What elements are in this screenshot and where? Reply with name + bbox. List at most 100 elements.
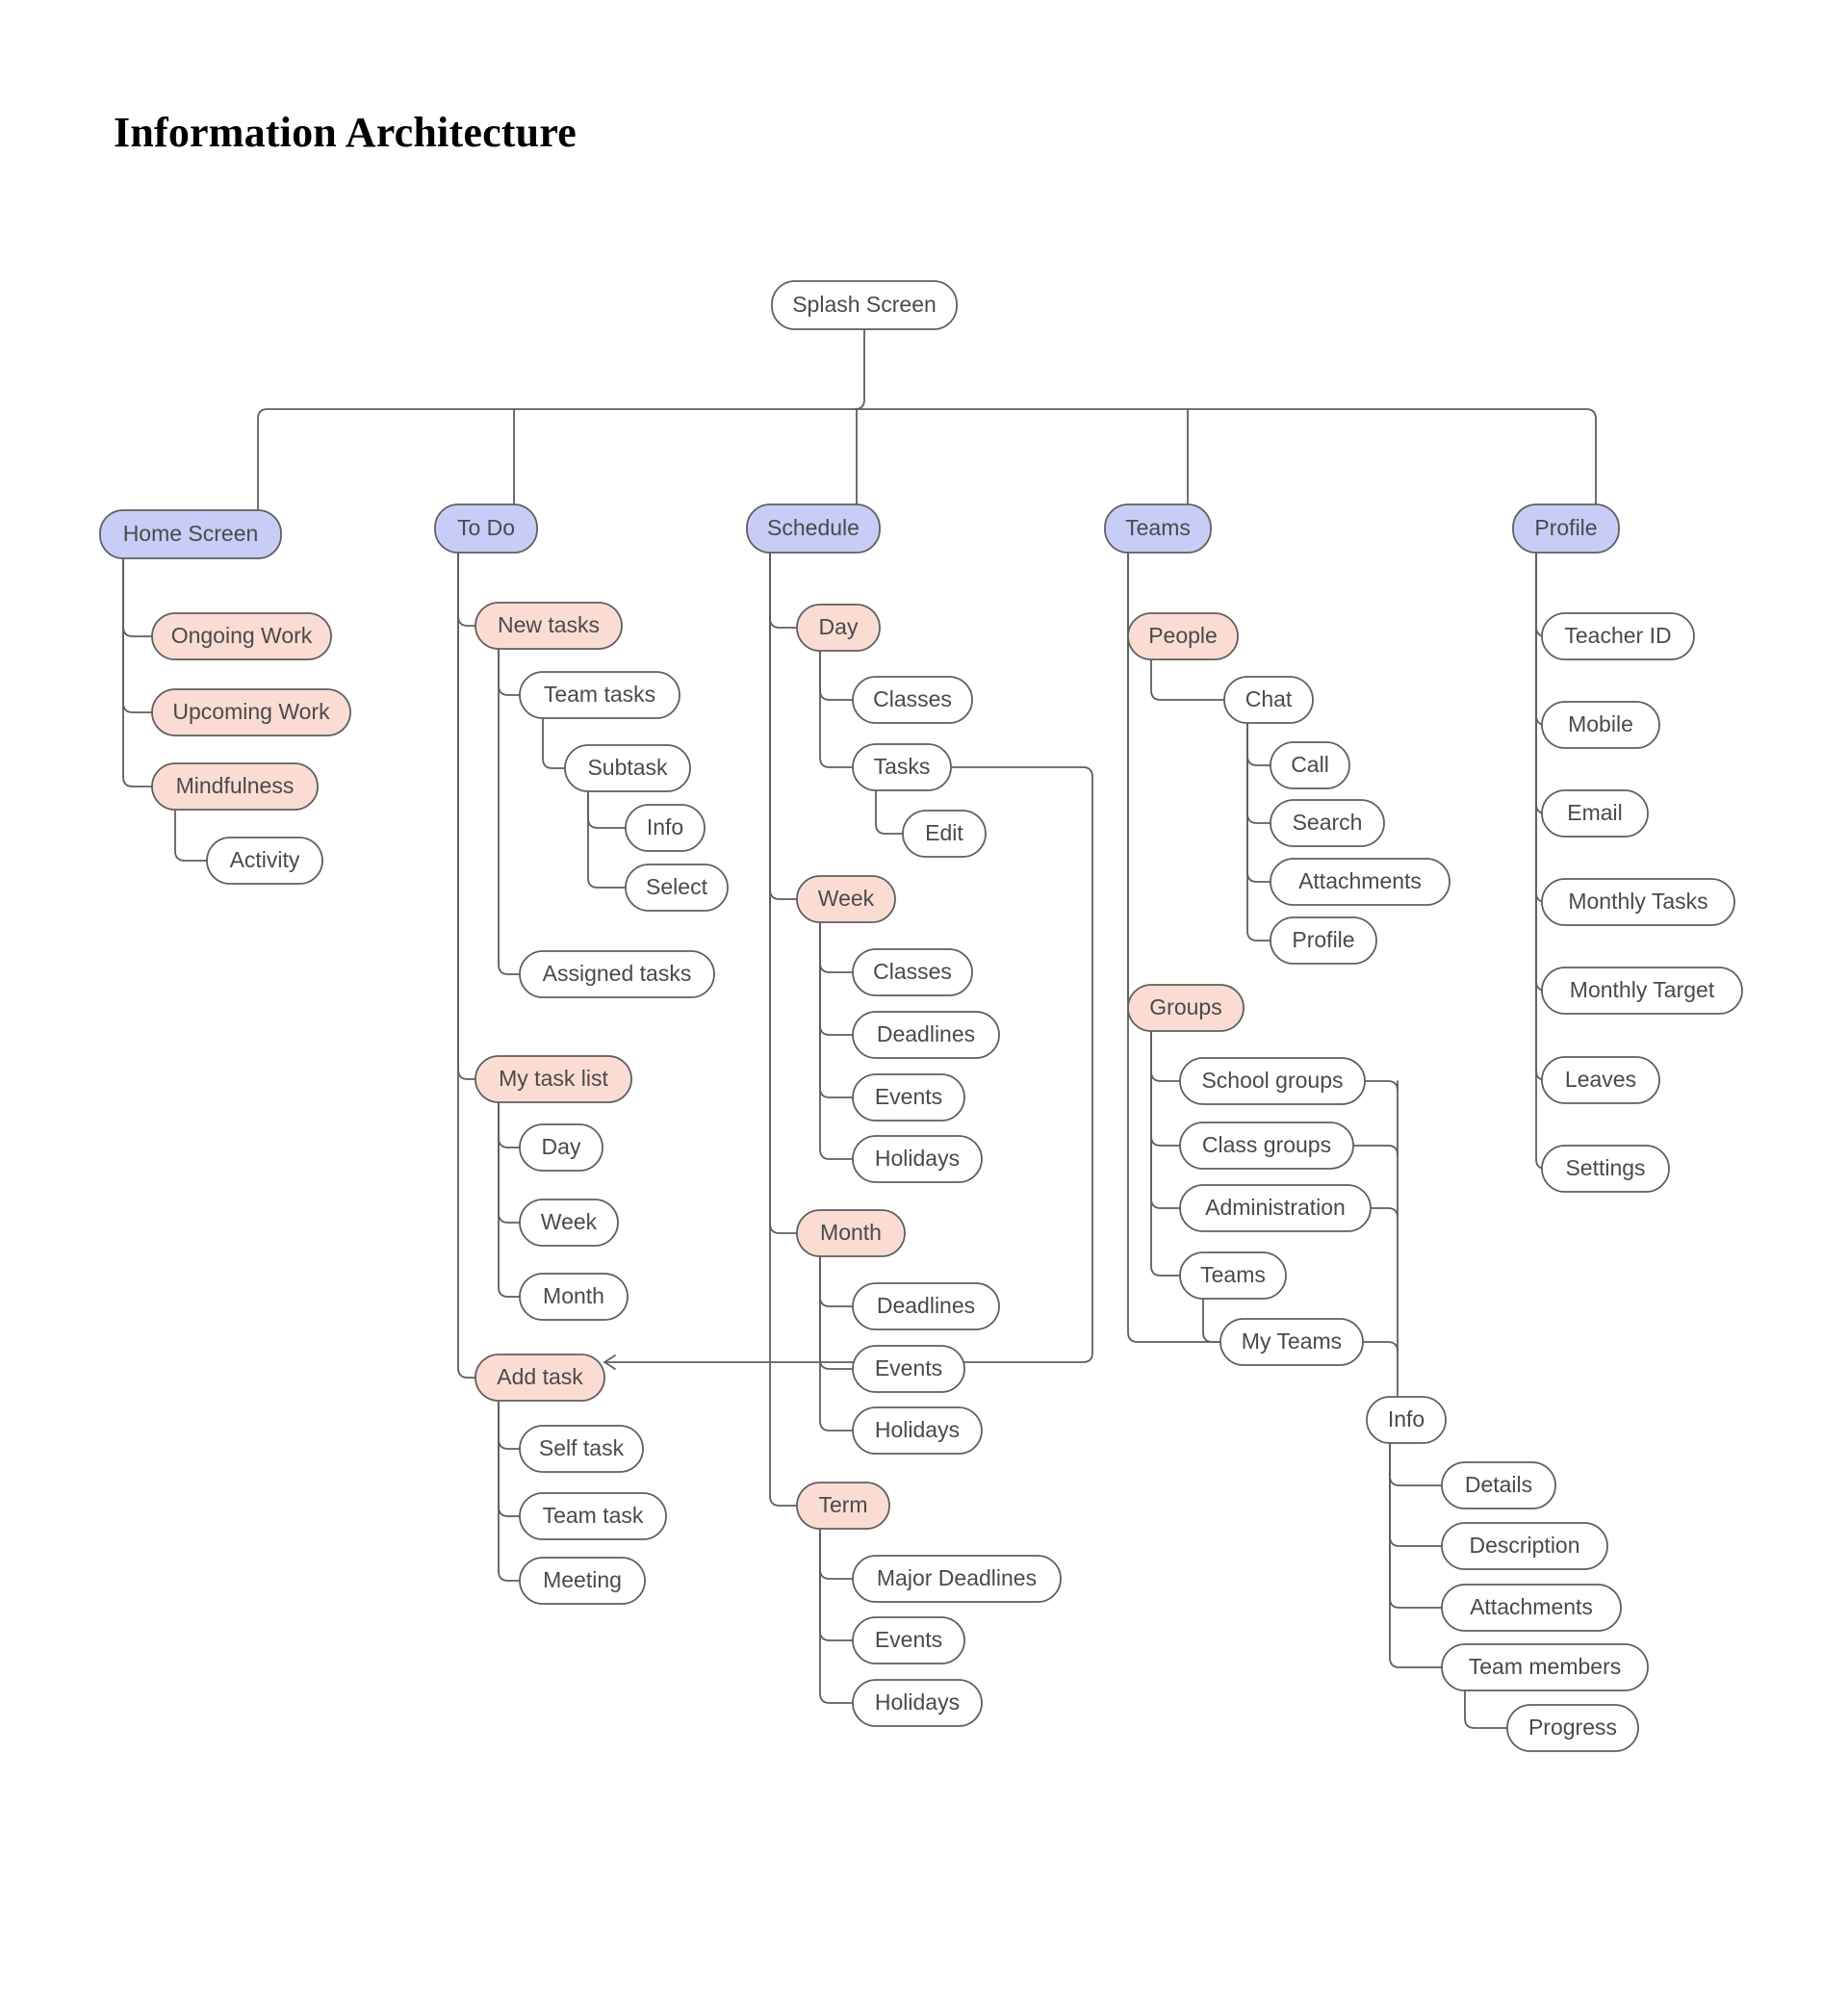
node-mo-holidays[interactable]: Holidays <box>852 1406 983 1455</box>
node-label-administration: Administration <box>1205 1195 1346 1220</box>
node-attachments1[interactable]: Attachments <box>1270 858 1450 906</box>
node-day-classes[interactable]: Classes <box>852 676 973 724</box>
node-administration[interactable]: Administration <box>1179 1184 1372 1232</box>
node-label-mtl-day: Day <box>542 1134 581 1159</box>
link-month-to-mo-events <box>819 1255 854 1370</box>
node-month[interactable]: Month <box>796 1209 906 1257</box>
link-todo-to-newtasks <box>457 552 476 627</box>
node-label-mindfulness: Mindfulness <box>176 773 295 798</box>
node-day-tasks[interactable]: Tasks <box>852 743 952 791</box>
node-myteams[interactable]: My Teams <box>1219 1318 1364 1366</box>
node-subtask[interactable]: Subtask <box>564 744 691 792</box>
node-info1[interactable]: Info <box>625 804 706 852</box>
node-shape-teamtask <box>519 1492 667 1540</box>
node-shape-monthlytarget <box>1541 967 1743 1015</box>
node-schoolgroups[interactable]: School groups <box>1179 1057 1366 1105</box>
node-assigned[interactable]: Assigned tasks <box>519 950 715 998</box>
node-shape-assigned <box>519 950 715 998</box>
node-mtl-month[interactable]: Month <box>519 1273 629 1321</box>
node-label-mtl-week: Week <box>541 1209 598 1234</box>
node-term[interactable]: Term <box>796 1482 890 1530</box>
node-call[interactable]: Call <box>1270 741 1350 789</box>
node-mytasklist[interactable]: My task list <box>475 1055 632 1103</box>
node-shape-chat-profile <box>1270 916 1377 965</box>
node-splash[interactable]: Splash Screen <box>771 280 958 330</box>
node-wk-classes[interactable]: Classes <box>852 948 973 996</box>
node-tm-holidays[interactable]: Holidays <box>852 1679 983 1727</box>
node-ongoing[interactable]: Ongoing Work <box>151 612 332 660</box>
link-classgroups-to-info <box>1352 1145 1399 1156</box>
node-todo[interactable]: To Do <box>434 503 538 554</box>
node-email[interactable]: Email <box>1541 789 1649 838</box>
node-profile[interactable]: Profile <box>1512 503 1620 554</box>
node-teams[interactable]: Teams <box>1104 503 1212 554</box>
node-teammembers[interactable]: Team members <box>1441 1643 1649 1691</box>
node-label-classgroups: Class groups <box>1202 1132 1331 1157</box>
node-label-call: Call <box>1291 752 1329 777</box>
link-mytasklist-to-mtl-day <box>498 1101 521 1148</box>
node-addtask[interactable]: Add task <box>475 1354 605 1402</box>
node-shape-addtask <box>475 1354 605 1402</box>
node-teamtasks[interactable]: Team tasks <box>519 671 680 719</box>
node-label-schoolgroups: School groups <box>1201 1068 1343 1093</box>
node-grp-teams[interactable]: Teams <box>1179 1251 1287 1300</box>
node-selftask[interactable]: Self task <box>519 1425 644 1473</box>
node-tm-events[interactable]: Events <box>852 1616 965 1664</box>
node-shape-monthlytasks <box>1541 878 1735 926</box>
node-label-mtl-month: Month <box>543 1283 604 1308</box>
node-shape-day-edit <box>902 810 987 858</box>
link-grp-teams-to-myteams <box>1202 1298 1221 1343</box>
node-details[interactable]: Details <box>1441 1461 1556 1509</box>
node-label-settings: Settings <box>1565 1155 1645 1180</box>
node-groups[interactable]: Groups <box>1127 984 1245 1032</box>
node-monthlytarget[interactable]: Monthly Target <box>1541 967 1743 1015</box>
node-teamtask[interactable]: Team task <box>519 1492 667 1540</box>
link-people-to-chat <box>1150 658 1225 701</box>
link-level1-bus <box>257 408 1597 420</box>
node-mobile[interactable]: Mobile <box>1541 701 1660 749</box>
node-newtasks[interactable]: New tasks <box>475 602 623 650</box>
node-shape-meeting <box>519 1557 646 1605</box>
node-label-newtasks: New tasks <box>498 612 600 637</box>
node-settings[interactable]: Settings <box>1541 1145 1670 1193</box>
node-label-info2: Info <box>1388 1406 1424 1432</box>
node-mo-events[interactable]: Events <box>852 1345 965 1393</box>
node-mindfulness[interactable]: Mindfulness <box>151 762 319 811</box>
node-label-home: Home Screen <box>123 521 259 546</box>
node-wk-holidays[interactable]: Holidays <box>852 1135 983 1183</box>
node-home[interactable]: Home Screen <box>99 509 282 559</box>
node-label-profile: Profile <box>1534 515 1597 540</box>
node-label-subtask: Subtask <box>587 755 668 780</box>
node-chat[interactable]: Chat <box>1223 676 1314 724</box>
node-day[interactable]: Day <box>796 604 881 652</box>
node-monthlytasks[interactable]: Monthly Tasks <box>1541 878 1735 926</box>
node-classgroups[interactable]: Class groups <box>1179 1122 1354 1170</box>
node-description[interactable]: Description <box>1441 1522 1608 1570</box>
node-week[interactable]: Week <box>796 875 896 923</box>
node-activity[interactable]: Activity <box>206 837 323 885</box>
node-meeting[interactable]: Meeting <box>519 1557 646 1605</box>
node-leaves[interactable]: Leaves <box>1541 1056 1660 1104</box>
link-month-to-mo-holidays <box>819 1255 854 1432</box>
node-upcoming[interactable]: Upcoming Work <box>151 688 351 736</box>
node-teacherid[interactable]: Teacher ID <box>1541 612 1695 660</box>
node-schedule[interactable]: Schedule <box>746 503 881 554</box>
link-week-to-wk-classes <box>819 921 854 973</box>
node-day-edit[interactable]: Edit <box>902 810 987 858</box>
node-mtl-week[interactable]: Week <box>519 1199 619 1247</box>
node-select[interactable]: Select <box>625 864 729 912</box>
node-progress[interactable]: Progress <box>1506 1704 1639 1752</box>
node-wk-events[interactable]: Events <box>852 1073 965 1122</box>
link-groups-to-schoolgroups <box>1150 1030 1181 1082</box>
node-people[interactable]: People <box>1127 612 1239 660</box>
node-search[interactable]: Search <box>1270 799 1385 847</box>
node-mtl-day[interactable]: Day <box>519 1123 603 1172</box>
node-shape-home <box>99 509 282 559</box>
node-tm-major[interactable]: Major Deadlines <box>852 1555 1062 1603</box>
node-wk-deadlines[interactable]: Deadlines <box>852 1011 1000 1059</box>
node-attachments2[interactable]: Attachments <box>1441 1584 1622 1632</box>
node-info2[interactable]: Info <box>1366 1396 1447 1444</box>
node-mo-deadlines[interactable]: Deadlines <box>852 1282 1000 1330</box>
node-chat-profile[interactable]: Profile <box>1270 916 1377 965</box>
node-shape-mindfulness <box>151 762 319 811</box>
